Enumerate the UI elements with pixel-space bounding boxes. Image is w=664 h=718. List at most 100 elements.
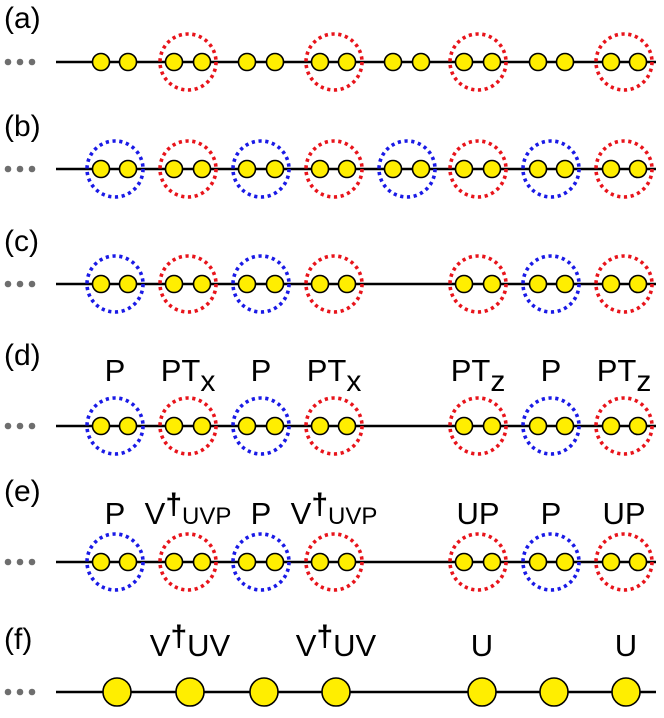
ring-dotted <box>448 139 508 199</box>
site-circle <box>164 159 184 179</box>
site-circle <box>164 416 184 436</box>
site-circle <box>482 52 502 72</box>
ellipsis-dot <box>4 58 12 66</box>
ring-dotted <box>158 139 218 199</box>
panel-label: (f) <box>4 623 33 656</box>
panel-label: (d) <box>4 339 41 372</box>
panel-label: (c) <box>4 225 39 258</box>
ring-dotted <box>85 139 145 199</box>
site-circle <box>118 274 138 294</box>
site-circle <box>454 159 474 179</box>
operator-label: P <box>540 496 562 531</box>
site-circle <box>555 159 575 179</box>
site-circle <box>601 416 621 436</box>
ring-dotted <box>304 139 364 199</box>
ellipsis-dot <box>4 280 12 288</box>
site-circle <box>482 416 502 436</box>
operator-label: UP <box>456 496 500 531</box>
site-circle <box>539 677 569 707</box>
site-circle <box>528 552 548 572</box>
site-circle <box>237 416 257 436</box>
ellipsis-dot <box>28 280 36 288</box>
site-circle <box>528 159 548 179</box>
site-circle <box>628 52 648 72</box>
operator-label: V†UV <box>149 620 231 663</box>
ring-dotted <box>594 396 654 456</box>
site-circle <box>628 416 648 436</box>
site-circle <box>601 159 621 179</box>
panel-label: (b) <box>4 110 41 143</box>
ring-dotted <box>85 254 145 314</box>
site-circle <box>528 52 548 72</box>
site-circle <box>528 416 548 436</box>
operator-label: PTx <box>306 353 362 398</box>
operator-label: P <box>250 496 272 531</box>
site-circle <box>192 274 212 294</box>
ellipsis-dot <box>4 422 12 430</box>
ring-dotted <box>594 139 654 199</box>
panel-label: (e) <box>4 475 41 508</box>
site-circle <box>601 552 621 572</box>
operator-label: PTz <box>596 353 652 398</box>
ellipsis-dot <box>28 58 36 66</box>
site-circle <box>337 159 357 179</box>
site-circle <box>321 677 351 707</box>
ellipsis-dot <box>28 688 36 696</box>
ellipsis-dot <box>28 422 36 430</box>
ring-dotted <box>158 532 218 592</box>
site-circle <box>192 52 212 72</box>
ring-dotted <box>158 32 218 92</box>
site-circle <box>118 416 138 436</box>
site-circle <box>265 159 285 179</box>
site-circle <box>628 274 648 294</box>
site-circle <box>310 552 330 572</box>
operator-label: V†UVP <box>290 488 378 531</box>
site-circle <box>192 159 212 179</box>
site-circle <box>310 274 330 294</box>
site-circle <box>611 677 641 707</box>
ring-dotted <box>594 254 654 314</box>
site-circle <box>337 552 357 572</box>
ring-dotted <box>158 254 218 314</box>
site-circle <box>482 159 502 179</box>
operator-label: U <box>470 628 494 663</box>
ring-dotted <box>158 396 218 456</box>
ring-dotted <box>521 396 581 456</box>
site-circle <box>175 677 205 707</box>
site-circle <box>102 677 132 707</box>
ring-dotted <box>85 396 145 456</box>
site-circle <box>265 552 285 572</box>
site-circle <box>528 274 548 294</box>
site-circle <box>601 274 621 294</box>
ellipsis-dot <box>16 688 24 696</box>
site-circle <box>192 552 212 572</box>
operator-label: V†UVP <box>144 488 232 531</box>
ring-dotted <box>448 396 508 456</box>
ring-dotted <box>448 254 508 314</box>
site-circle <box>337 52 357 72</box>
ellipsis-dot <box>4 688 12 696</box>
site-circle <box>383 159 403 179</box>
site-circle <box>628 552 648 572</box>
ring-dotted <box>377 139 437 199</box>
ring-dotted <box>231 396 291 456</box>
site-circle <box>91 159 111 179</box>
site-circle <box>265 52 285 72</box>
operator-label: PTx <box>160 353 216 398</box>
ring-dotted <box>304 396 364 456</box>
site-circle <box>411 52 431 72</box>
site-circle <box>454 416 474 436</box>
ring-dotted <box>304 32 364 92</box>
site-circle <box>454 552 474 572</box>
operator-label: V†UV <box>295 620 377 663</box>
site-circle <box>118 159 138 179</box>
ellipsis-dot <box>4 558 12 566</box>
site-circle <box>192 416 212 436</box>
operator-label: PTz <box>450 353 506 398</box>
site-circle <box>265 416 285 436</box>
ring-dotted <box>304 254 364 314</box>
site-circle <box>237 159 257 179</box>
site-circle <box>337 416 357 436</box>
